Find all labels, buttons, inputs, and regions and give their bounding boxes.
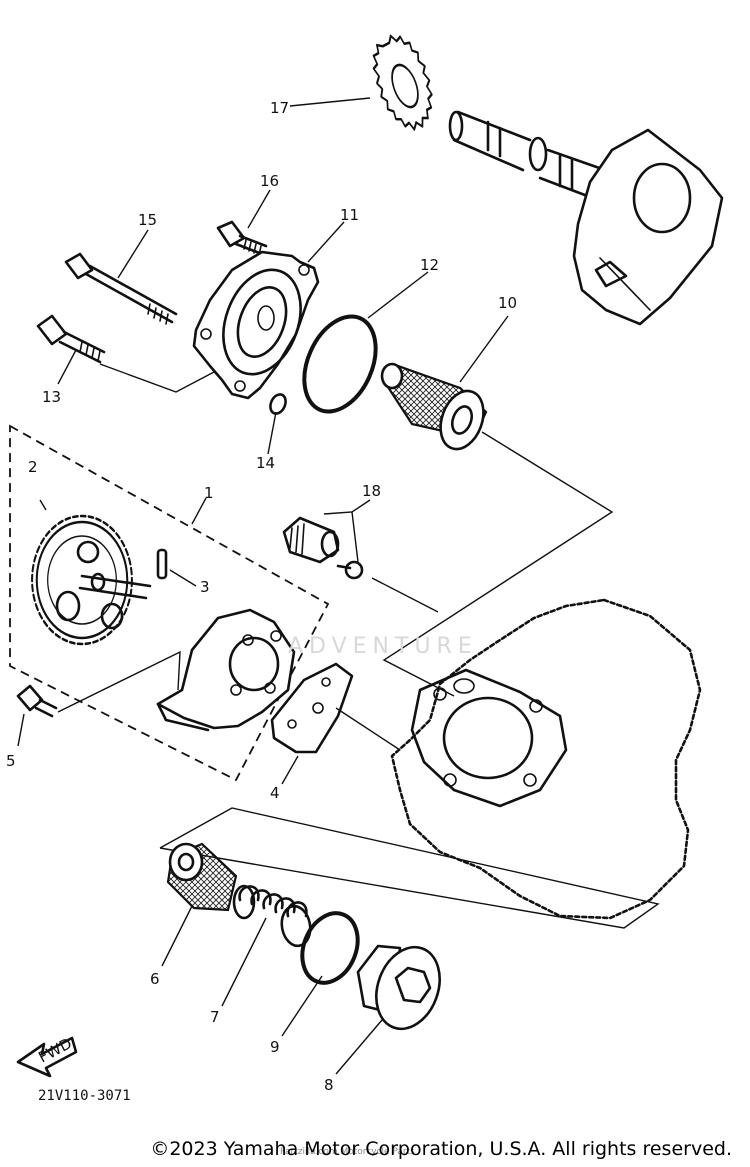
copyright-notice: ©2023 Yamaha Motor Corporation, U.S.A. A… <box>150 1138 732 1160</box>
oil-pump-body <box>156 608 296 732</box>
part-label-15: 15 <box>138 211 157 229</box>
strainer-part-6 <box>166 842 238 912</box>
bolt-part-15 <box>64 252 178 325</box>
pin-part-3 <box>156 548 168 580</box>
fwd-arrow-icon: FWD <box>16 1034 78 1078</box>
part-label-3: 3 <box>200 578 210 596</box>
watermark-word: ADVENTURE <box>288 634 478 659</box>
part-label-7: 7 <box>210 1008 220 1026</box>
watermark-caption: Partzilla.com Motorcycle Parts <box>280 1147 415 1157</box>
part-label-17: 17 <box>270 99 289 117</box>
part-label-8: 8 <box>324 1076 334 1094</box>
pump-gear-part-2 <box>31 514 152 646</box>
sprocket-part-17 <box>372 34 433 131</box>
part-label-13: 13 <box>42 388 61 406</box>
part-label-1: 1 <box>204 484 214 502</box>
o-ring-part-12 <box>302 314 378 414</box>
filter-cover-part-11 <box>192 250 320 400</box>
valve-part-18 <box>282 516 364 580</box>
bolt-part-13 <box>36 314 106 364</box>
part-label-10: 10 <box>498 294 517 312</box>
screw-part-5 <box>16 684 58 718</box>
leader-lines <box>17 97 614 1075</box>
part-number-labels: 17 16 15 11 12 10 13 14 1 18 2 3 4 5 6 7… <box>6 99 517 1094</box>
part-label-14: 14 <box>256 454 275 472</box>
crankcase <box>390 598 702 920</box>
part-label-11: 11 <box>340 206 359 224</box>
spring-part-7 <box>232 884 312 948</box>
bolt-part-16 <box>216 220 268 256</box>
oil-pump-assembly-part-1 <box>9 424 330 782</box>
part-label-6: 6 <box>150 970 160 988</box>
part-label-4: 4 <box>270 784 280 802</box>
small-o-ring-part-14 <box>269 393 287 415</box>
part-label-9: 9 <box>270 1038 280 1056</box>
gasket-part-4 <box>270 662 354 754</box>
part-label-2: 2 <box>28 458 38 476</box>
part-label-18: 18 <box>362 482 381 500</box>
o-ring-part-9 <box>300 911 360 985</box>
strainer-assembly-box <box>159 807 660 929</box>
oil-filter-part-10 <box>380 362 488 451</box>
crankshaft-assembly <box>448 110 724 326</box>
drain-plug-part-8 <box>356 944 441 1031</box>
part-label-16: 16 <box>260 172 279 190</box>
part-label-5: 5 <box>6 752 16 770</box>
part-label-12: 12 <box>420 256 439 274</box>
drawing-code: 21V110-3071 <box>38 1088 131 1104</box>
